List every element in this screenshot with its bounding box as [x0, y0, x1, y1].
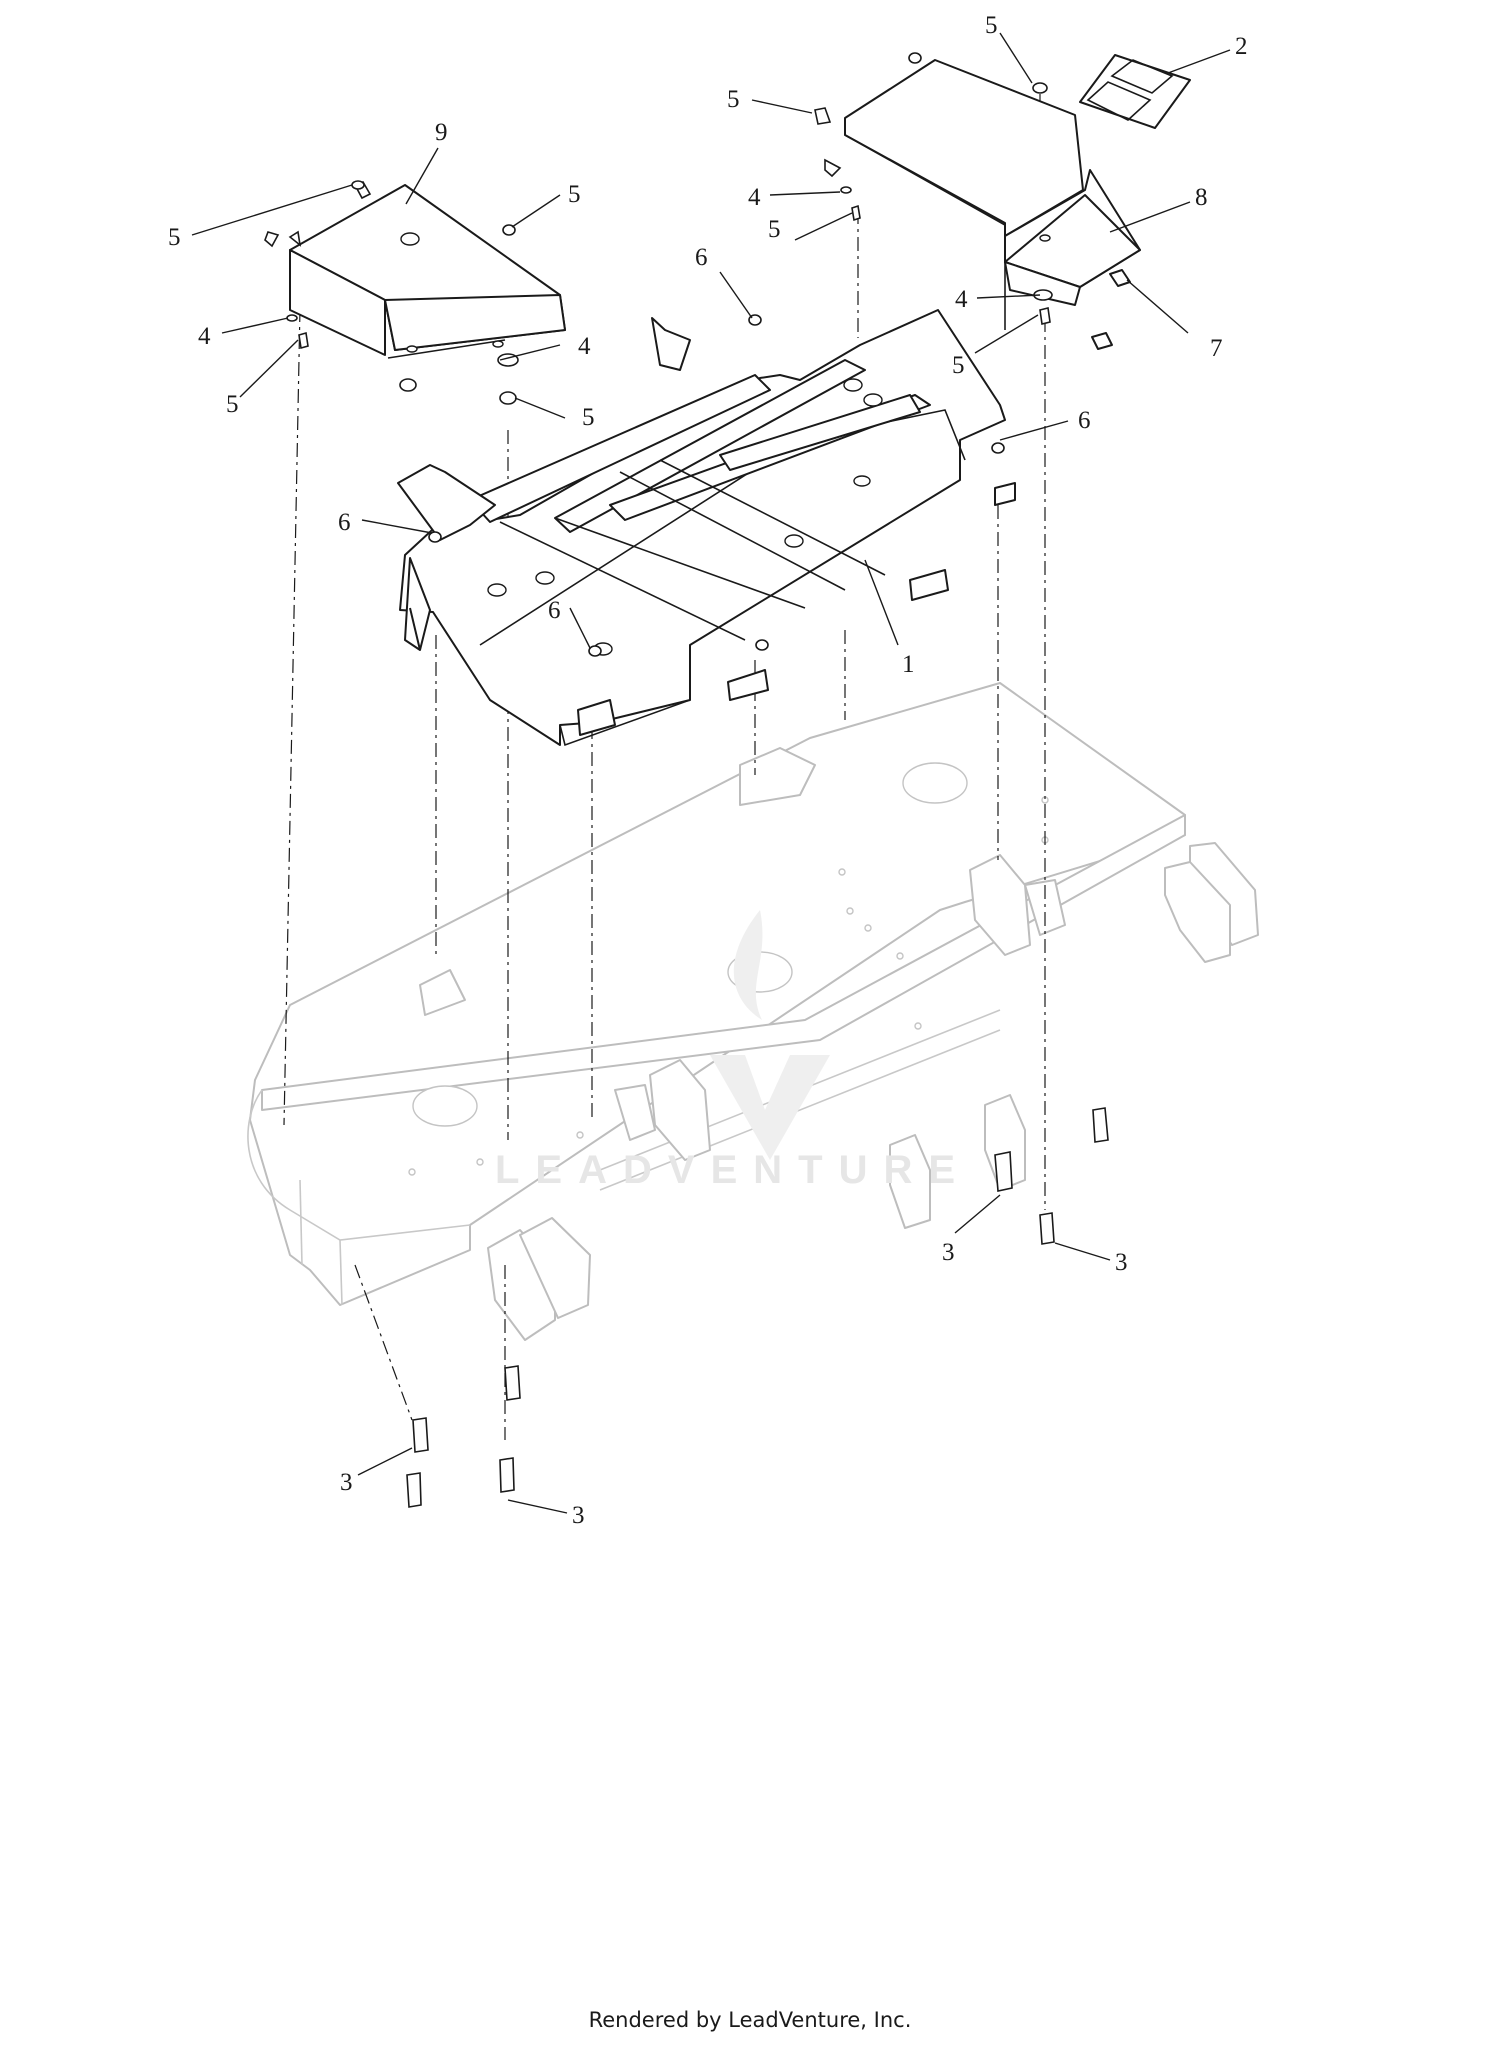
callout-3-right: 3	[1115, 1249, 1128, 1276]
mower-deck	[247, 682, 1259, 1341]
callout-5-top-center: 5	[727, 86, 740, 113]
callout-5-center: 5	[768, 216, 781, 243]
callout-4-right: 4	[955, 286, 968, 313]
callout-3-bottom-right: 3	[572, 1502, 585, 1529]
leadventure-watermark: LEADVENTURE	[495, 910, 971, 1192]
callout-5-left-top: 5	[168, 224, 181, 251]
part-8-right-cover	[844, 59, 1141, 330]
callout-5-right: 5	[952, 352, 965, 379]
leader-lines	[191, 32, 1231, 1514]
callout-6-left: 6	[338, 509, 351, 536]
callout-4-left: 4	[198, 323, 211, 350]
callout-3-left: 3	[942, 1239, 955, 1266]
part-2-decal	[1079, 54, 1191, 129]
callout-4-top-center: 4	[748, 184, 761, 211]
callout-5-left-cover-bottom: 5	[582, 404, 595, 431]
callout-4-left-cover: 4	[578, 333, 591, 360]
footer-credit: Rendered by LeadVenture, Inc.	[588, 2008, 912, 2032]
callout-6-right: 6	[1078, 407, 1091, 434]
callout-labels: 1 2 3 3 3 3 4 4 4 4 5 5 5 5 5 5 5 5 6 6 …	[168, 12, 1248, 1529]
part-1-center-plate	[397, 309, 1016, 747]
callout-7: 7	[1210, 335, 1223, 362]
watermark-text: LEADVENTURE	[495, 1148, 971, 1192]
part-7-clips	[1091, 269, 1131, 350]
callout-6-top: 6	[695, 244, 708, 271]
callout-3-bottom-left: 3	[340, 1469, 353, 1496]
callout-9: 9	[435, 119, 448, 146]
callout-8: 8	[1195, 184, 1208, 211]
callout-5-left-cover-top: 5	[568, 181, 581, 208]
callout-5-top-right: 5	[985, 12, 998, 39]
part-9-left-cover	[289, 184, 566, 359]
hardware	[264, 52, 1109, 1508]
callout-6-center: 6	[548, 597, 561, 624]
callout-1: 1	[902, 651, 915, 678]
callout-2: 2	[1235, 33, 1248, 60]
callout-5-left-bottom: 5	[226, 391, 239, 418]
